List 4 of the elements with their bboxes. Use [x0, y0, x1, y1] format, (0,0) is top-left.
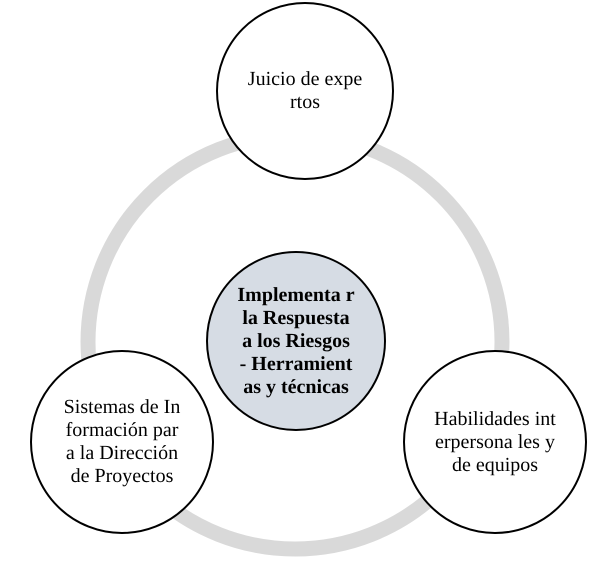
circle-label: Juicio de expertos [246, 68, 364, 114]
circle-label: Sistemas de Información para la Dirección de Proyectos [63, 396, 181, 488]
circle-label: Implementa r la Respuesta a los Riesgos - Herramient as y técnicas [237, 284, 355, 398]
circle-label: Habilidades interpersona les y de equipos [434, 408, 556, 476]
